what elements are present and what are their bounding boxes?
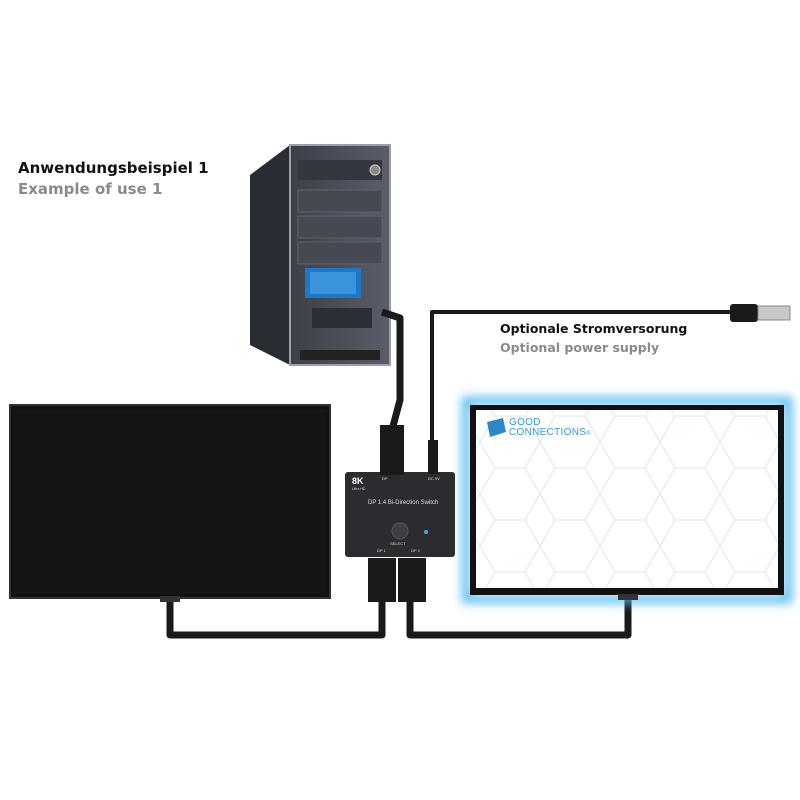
dp-switch <box>345 425 455 602</box>
power-label-de: Optionale Stromversorung <box>500 321 688 336</box>
left-monitor <box>9 404 331 602</box>
switch-8k-badge: 8K <box>352 476 364 486</box>
usb-plug <box>730 304 791 322</box>
heading-de: Anwendungsbeispiel 1 <box>18 159 209 177</box>
switch-top-port: DP <box>382 476 388 481</box>
switch-port2-label: DP 2 <box>411 548 420 553</box>
cables <box>166 308 735 639</box>
logo-mark: ® <box>586 431 591 437</box>
switch-port1-label: DP 1 <box>377 548 386 553</box>
logo: GOOD CONNECTIONS® <box>509 418 591 439</box>
switch-title: DP 1.4 Bi-Direction Switch <box>368 500 439 506</box>
power-label-en: Optional power supply <box>500 340 660 355</box>
switch-top-power: DC 5V <box>428 476 440 481</box>
logo-line1: GOOD <box>509 417 541 428</box>
switch-badge-sub: Ultra HD <box>352 487 366 491</box>
logo-line2: CONNECTIONS <box>509 427 587 438</box>
right-monitor <box>462 397 792 603</box>
heading-en: Example of use 1 <box>18 180 163 198</box>
switch-select-label: SELECT <box>390 541 406 546</box>
pc-tower <box>250 144 391 366</box>
